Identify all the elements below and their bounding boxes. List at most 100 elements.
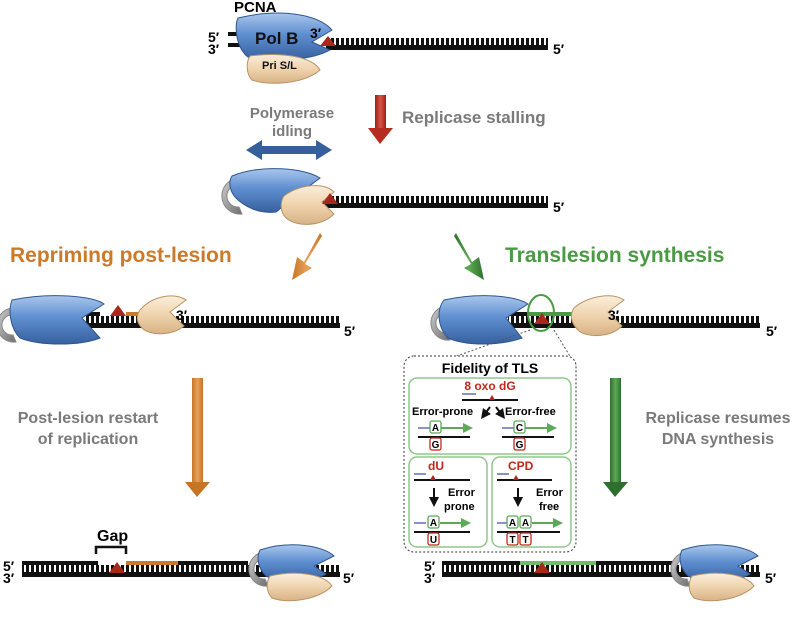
pair1-bottom-base [429,437,442,451]
fidelity-inset: Fidelity of TLS 8 oxo dG Error-prone Err… [403,355,577,553]
primer-3-end-label: 3′ [310,25,322,41]
fidelity-title: Fidelity of TLS [442,360,538,376]
oxo-lesion [489,395,495,400]
tls-5-end-label: 5′ [766,323,778,339]
idling-double-arrow [246,140,332,160]
repriming-pol-b [9,295,105,345]
tls-zoom-ellipse [527,294,555,332]
tls-branch: Translesion synthesis 3′ 5′ Replicase re… [405,233,791,602]
stalling-arrow-head [368,128,393,144]
pair4-top-base-2 [519,515,532,529]
polymerase-idling-label-2: idling [272,123,312,140]
pair2-bottom-text: G [516,440,524,451]
pair2-bottom-base [513,437,526,451]
primase-shape [246,54,321,84]
oxo-label: 8 oxo dG [464,379,515,393]
final-right-3-label: 3′ [424,570,436,586]
strand-end-5-label: 5′ [208,29,220,45]
final-left-primer-2 [126,561,178,565]
replisome-top: PCNA 5′ 3′ Pol B Pri S/L 3′ 5′ [208,0,565,84]
pair1-bottom-text: G [432,440,440,451]
cpd-error-label: Error [536,487,564,499]
gap-label: Gap [97,528,128,545]
final-left-lesion [109,562,125,573]
repriming-arrow [292,233,322,280]
repriming-title: Repriming post-lesion [10,244,232,267]
pair3-bottom-text: U [430,535,437,546]
tls-template-strand [508,316,760,327]
pcna-label: PCNA [234,0,277,16]
resume-arrow-head [603,482,628,497]
pri-label: Pri S/L [262,60,297,72]
stalled-template-strand [322,196,548,207]
prone-branch-arrow [481,406,491,419]
stalling-step: Replicase stalling Polymerase idling [246,95,546,160]
error-prone-label: Error-prone [412,406,473,418]
tls-primer-strand [508,312,528,316]
gap-bracket [94,545,128,554]
cpd-lesion [513,475,519,480]
tls-title: Translesion synthesis [505,244,724,267]
restart-label-1: Post-lesion restart [18,410,159,427]
final-right-tls-patch [520,561,596,565]
template-backbone [326,45,548,50]
error-free-label: Error-free [505,406,556,418]
restart-arrow-head [185,482,210,497]
final-right-primase [688,572,755,602]
pair1-top-text: A [432,423,439,434]
pair3-top-text: A [430,518,437,529]
replisome-stalled: 5′ [221,168,565,225]
final-left-right-5-label: 5′ [343,570,355,586]
du-error-label: Error [448,487,476,499]
repriming-pcna [0,307,17,343]
final-left-primer-3 [178,561,248,565]
pair4-top-text-1: A [509,518,516,529]
pair4-bottom-text-2: T [522,535,528,546]
tls-new-synthesis [528,312,574,316]
template-strand [326,38,548,49]
strand-end-3-label: 3′ [208,41,220,57]
pair1-top-base [429,420,442,434]
pair4-top-text-2: A [522,518,529,529]
polymerase-idling-label-1: Polymerase [250,105,334,122]
pair4-bottom-text-1: T [509,535,515,546]
du-prone-label: prone [444,501,475,513]
zoom-line-right [553,329,577,367]
final-right-primer-2 [596,561,674,565]
template-strand-left [228,43,248,47]
final-left-primase [266,572,333,602]
final-left-template-backbone [22,572,340,577]
final-right-lesion [534,562,550,573]
pair3-top-base [427,515,440,529]
pair4-bottom-base-1 [506,532,519,546]
resume-arrow-shaft [610,378,621,484]
pair2-top-base [513,420,526,434]
tls-primase [570,295,625,336]
lesion-marker [320,36,336,46]
tls-arrow [454,233,484,280]
cpd-free-label: free [539,501,559,513]
stalled-lesion [322,193,338,204]
pair3-bottom-base [427,532,440,546]
free-branch-arrow [495,406,505,419]
final-right-template [442,565,760,576]
tls-lesion [534,313,550,324]
stalled-template-backbone [322,203,548,208]
resumes-label-2: DNA synthesis [662,431,774,448]
tls-primer-3-label: 3′ [608,307,620,323]
repriming-template-backbone [84,323,340,328]
final-left-5-label: 5′ [3,558,15,574]
repriming-template-strand [84,316,340,327]
resumes-label-1: Replicase resumes [646,410,791,427]
du-lesion [430,475,436,480]
tls-pcna [430,305,451,341]
final-left-3-label: 3′ [3,570,15,586]
stalled-primase [280,185,335,225]
repriming-5-end-label: 5′ [344,323,356,339]
tls-template-backbone [508,323,760,328]
final-right-template-backbone [442,572,760,577]
repriming-branch: Repriming post-lesion 3′ 5′ Post-lesion … [0,233,356,602]
final-right-5-label: 5′ [424,558,436,574]
replicase-stalling-label: Replicase stalling [402,108,546,127]
